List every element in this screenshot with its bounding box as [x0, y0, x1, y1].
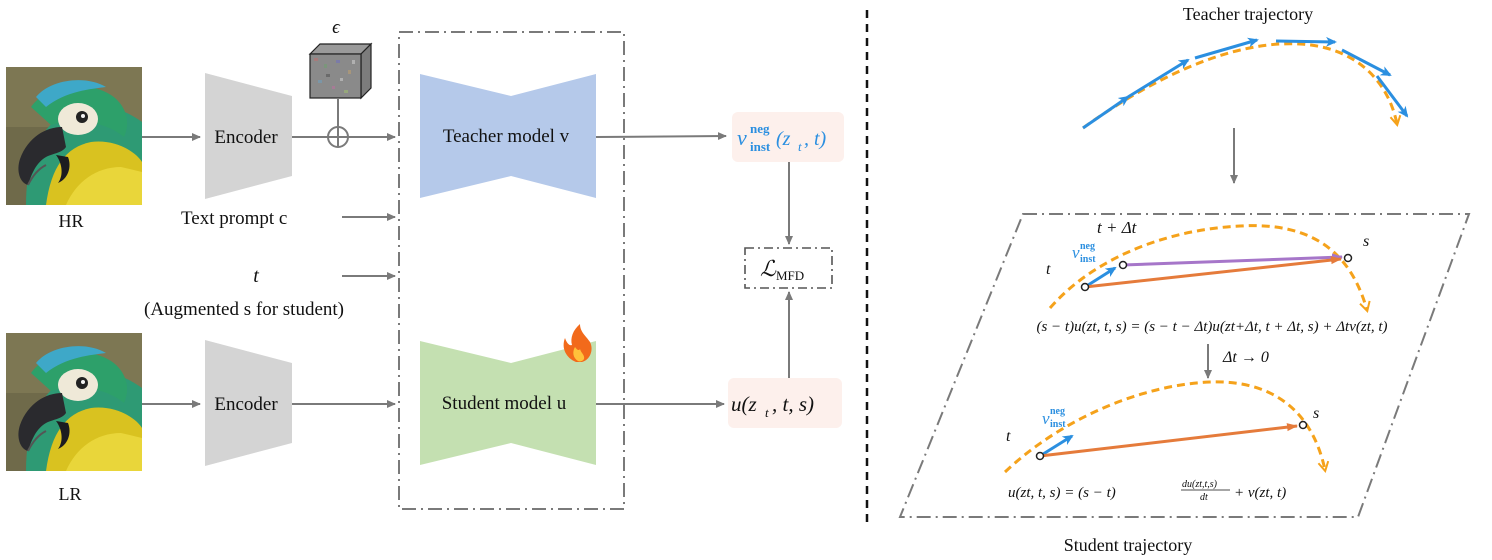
teacher-velocity-arrows — [1082, 36, 1409, 130]
encoder-top-label: Encoder — [214, 127, 278, 148]
teacher-trajectory-curve — [1082, 42, 1397, 130]
student-parallelogram — [898, 213, 1471, 518]
lower-end-point — [1298, 420, 1308, 430]
svg-text:t: t — [798, 139, 802, 154]
svg-text:neg: neg — [1050, 406, 1065, 417]
noise-cube — [308, 42, 373, 100]
lr-image — [6, 333, 142, 471]
svg-text:du(zt,t,s): du(zt,t,s) — [1182, 479, 1218, 490]
model-container — [398, 31, 625, 510]
limit-label: Δt → 0 — [1222, 349, 1269, 366]
upper-purple-arrow — [1122, 253, 1343, 267]
lower-t-label: t — [1006, 428, 1011, 445]
lower-average-velocity-arrow — [1039, 423, 1298, 458]
svg-text:, t): , t) — [804, 128, 827, 150]
lr-label: LR — [58, 484, 81, 504]
loss-formula: ℒ MFD — [760, 256, 804, 283]
teacher-output-formula: v neg inst (z t , t) — [737, 121, 827, 154]
add-operator — [327, 126, 349, 148]
teacher-model-label: Teacher model v — [443, 126, 570, 147]
upper-mid-point — [1118, 260, 1128, 270]
svg-text:inst: inst — [750, 139, 771, 154]
upper-trajectory-curve — [1048, 224, 1367, 310]
teacher-model-shape — [420, 74, 596, 198]
lower-s-label: s — [1313, 405, 1319, 422]
lower-v-label: v neg inst — [1042, 406, 1066, 430]
fire-icon — [563, 324, 592, 362]
svg-text:, t, s): , t, s) — [772, 392, 814, 416]
lower-velocity-arrow — [1039, 434, 1074, 458]
upper-v-label: v neg inst — [1072, 241, 1096, 265]
teacher-trajectory-title: Teacher trajectory — [1183, 4, 1313, 24]
upper-s-label: s — [1363, 233, 1369, 250]
svg-text:t: t — [765, 405, 769, 420]
svg-text:v: v — [1072, 243, 1080, 262]
encoder-top — [205, 73, 292, 199]
loss-box — [744, 247, 833, 289]
svg-text:dt: dt — [1200, 492, 1208, 503]
svg-text:inst: inst — [1080, 254, 1096, 265]
svg-text:v: v — [737, 125, 747, 150]
teacher-output-box — [732, 112, 844, 162]
upper-t-label: t — [1046, 261, 1051, 278]
student-output-box — [728, 378, 842, 428]
upper-end-point — [1343, 253, 1353, 263]
student-output-formula: u(z t , t, s) — [731, 392, 814, 420]
svg-text:neg: neg — [1080, 241, 1095, 252]
encoder-bottom-label: Encoder — [214, 394, 278, 415]
noise-symbol: ϵ — [332, 17, 341, 38]
lower-equation: u(zt, t, s) = (s − t) du(zt,t,s) dt + v(… — [1008, 479, 1286, 503]
augmented-label: (Augmented s for student) — [144, 299, 344, 320]
upper-t-plus-dt-label: t + Δt — [1097, 218, 1138, 237]
lower-trajectory-curve — [1003, 380, 1325, 474]
upper-velocity-arrow — [1084, 266, 1117, 289]
student-model-shape — [420, 341, 596, 465]
student-model-label: Student model u — [442, 393, 567, 414]
upper-start-point — [1080, 282, 1090, 292]
lower-start-point — [1035, 451, 1045, 461]
svg-text:inst: inst — [1050, 419, 1066, 430]
svg-text:ℒ: ℒ — [760, 256, 777, 281]
upper-equation: (s − t)u(zt, t, s) = (s − t − Δt)u(zt+Δt… — [1036, 319, 1387, 335]
svg-text:MFD: MFD — [776, 268, 804, 283]
svg-text:(z: (z — [776, 128, 791, 150]
teacher-to-output-arrow — [595, 132, 727, 141]
text-prompt-label: Text prompt c — [181, 208, 287, 229]
svg-text:neg: neg — [750, 121, 770, 136]
student-trajectory-title: Student trajectory — [1064, 535, 1192, 555]
svg-text:v: v — [1042, 409, 1050, 428]
t-label: t — [253, 265, 259, 287]
encoder-bottom — [205, 340, 292, 466]
svg-text:+ v(zt, t): + v(zt, t) — [1234, 485, 1286, 501]
upper-average-velocity-arrow — [1084, 256, 1342, 289]
hr-image — [6, 67, 142, 205]
hr-label: HR — [58, 211, 83, 231]
svg-text:u(z: u(z — [731, 392, 757, 416]
svg-text:u(zt, t, s) = (s − t): u(zt, t, s) = (s − t) — [1008, 485, 1116, 501]
